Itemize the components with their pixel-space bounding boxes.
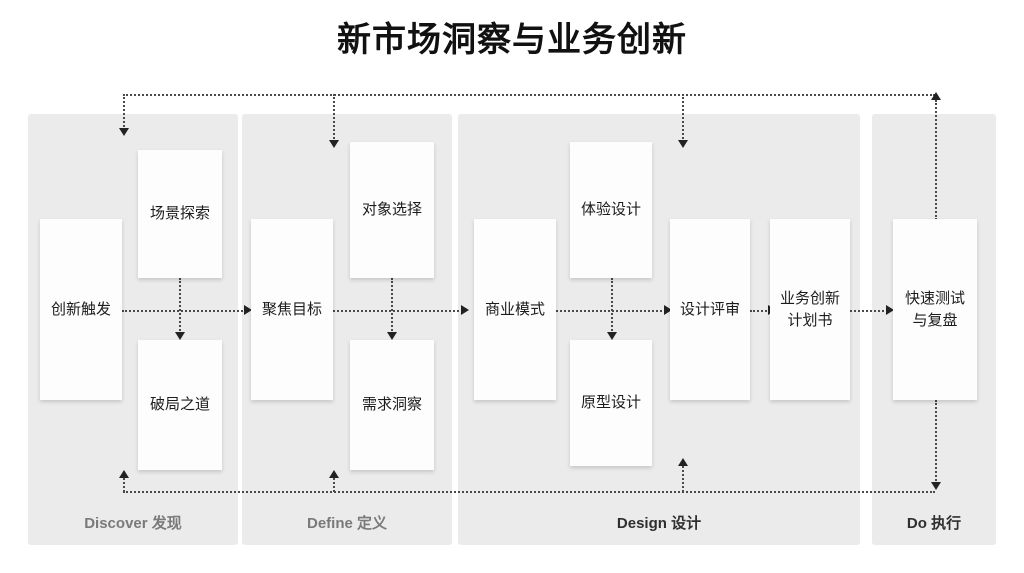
card-main-do[interactable]: 快速测试 与复盘 [893, 219, 977, 400]
card-sub-top-design[interactable]: 体验设计 [570, 142, 652, 278]
card-business-plan[interactable]: 业务创新 计划书 [770, 219, 850, 400]
feedback-arrow-top-define [329, 140, 339, 148]
flow-connector-1 [122, 310, 246, 312]
sub-link-arrow-down-design [607, 332, 617, 340]
sub-link-design [611, 278, 613, 334]
feedback-branch-bottom-discover [123, 478, 125, 492]
feedback-branch-bottom-define [333, 478, 335, 492]
feedback-arrow-bottom-do [931, 482, 941, 490]
card-sub-bottom-design[interactable]: 原型设计 [570, 340, 652, 466]
flow-arrow-5 [886, 305, 894, 315]
phase-label-design: Design 设计 [616, 515, 702, 532]
card-sub-top-define[interactable]: 对象选择 [350, 142, 434, 278]
feedback-branch-top-discover [123, 94, 125, 130]
feedback-arrow-bottom-define [329, 470, 339, 478]
flow-connector-4 [750, 310, 770, 312]
feedback-arrow-top-design [678, 140, 688, 148]
sub-link-discover [179, 278, 181, 334]
feedback-branch-top-design [682, 94, 684, 142]
feedback-line-bottom [123, 491, 935, 493]
feedback-arrow-bottom-design [678, 458, 688, 466]
card-main-discover[interactable]: 创新触发 [40, 219, 122, 400]
card-sub-top-discover[interactable]: 场景探索 [138, 150, 222, 278]
phase-label-do: Do 执行 [906, 515, 962, 532]
feedback-branch-bottom-design [682, 466, 684, 492]
card-sub-bottom-discover[interactable]: 破局之道 [138, 340, 222, 470]
feedback-branch-bottom-do [935, 400, 937, 484]
card-main-design[interactable]: 商业模式 [474, 219, 556, 400]
feedback-line-top [123, 94, 935, 96]
card-sub-bottom-define[interactable]: 需求洞察 [350, 340, 434, 470]
feedback-arrow-bottom-discover [119, 470, 129, 478]
flow-arrow-2 [461, 305, 469, 315]
phase-label-discover: Discover 发现 [84, 515, 182, 532]
feedback-branch-top-do [935, 100, 937, 220]
feedback-branch-top-define [333, 94, 335, 142]
flow-connector-5 [850, 310, 888, 312]
flow-arrow-3 [664, 305, 672, 315]
sub-link-define [391, 278, 393, 334]
card-main-define[interactable]: 聚焦目标 [251, 219, 333, 400]
feedback-arrow-top-do [931, 92, 941, 100]
flow-connector-2 [333, 310, 463, 312]
sub-link-arrow-down-define [387, 332, 397, 340]
feedback-arrow-top-discover [119, 128, 129, 136]
flow-arrow-1 [244, 305, 252, 315]
phase-label-define: Define 定义 [306, 515, 387, 532]
sub-link-arrow-down-discover [175, 332, 185, 340]
page-title: 新市场洞察与业务创新 [337, 21, 687, 59]
card-design-review[interactable]: 设计评审 [670, 219, 750, 400]
